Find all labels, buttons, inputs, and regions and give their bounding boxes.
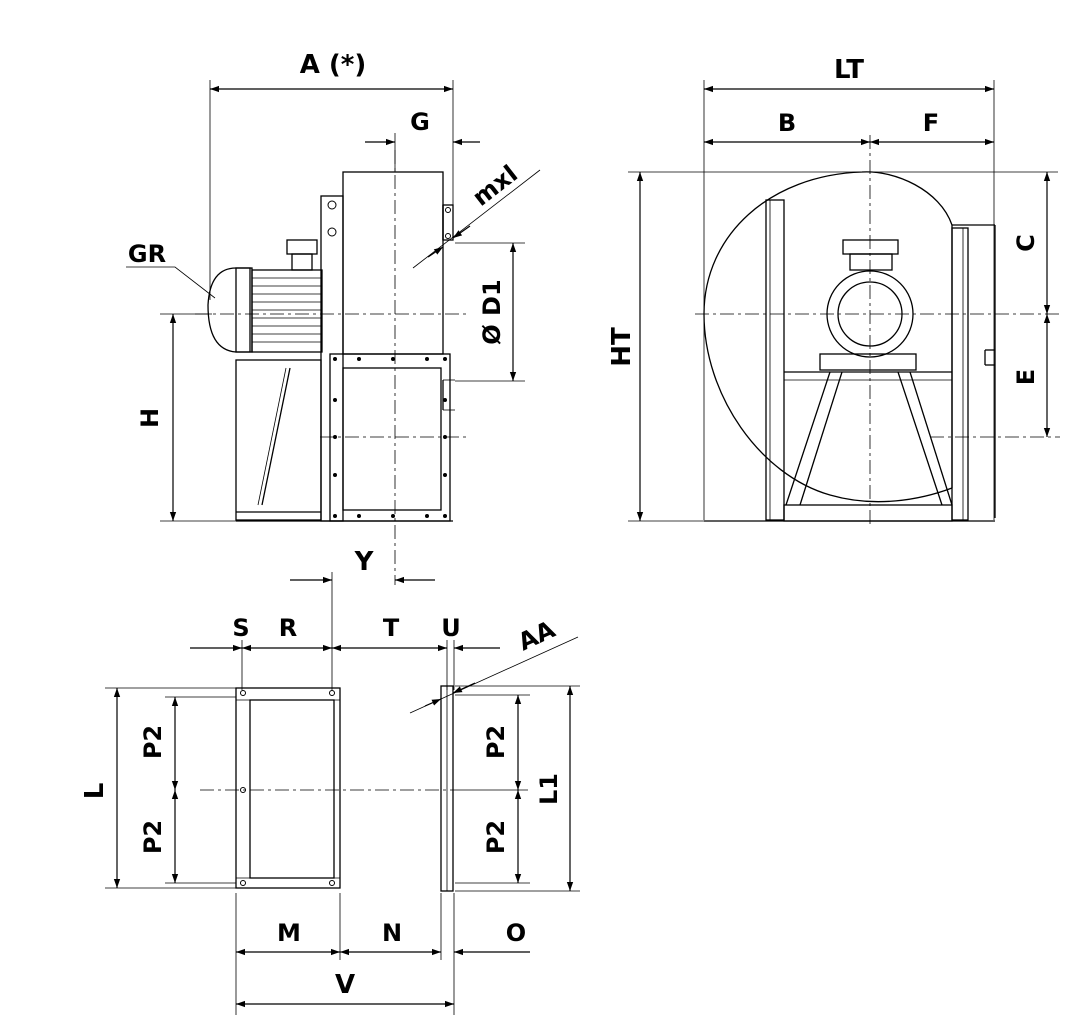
dimension-labels: A (*) G mxl GR Ø D1 H LT B F C HT E Y S … (80, 50, 1040, 1000)
side-view (126, 80, 541, 585)
bracket-plate (320, 195, 344, 522)
label-r: R (279, 614, 297, 642)
label-o: O (506, 919, 526, 947)
label-p2-left-bottom: P2 (139, 820, 167, 854)
label-a: A (*) (300, 50, 367, 80)
label-e: E (1012, 369, 1040, 385)
label-ht: HT (607, 327, 637, 367)
right-side-plate (951, 227, 969, 521)
mxl-leader (452, 225, 471, 239)
outlet-flange (329, 353, 451, 522)
label-v: V (335, 970, 355, 1000)
label-y: Y (354, 547, 375, 577)
label-aa: AA (514, 615, 560, 656)
motor-body (251, 269, 323, 353)
label-gr: GR (128, 240, 166, 268)
label-g: G (410, 108, 430, 136)
left-side-plate (765, 199, 785, 521)
label-h: H (136, 408, 164, 428)
label-s: S (232, 614, 249, 642)
label-l: L (80, 783, 110, 800)
motor-pedestal (235, 359, 322, 521)
outlet-flange-frame (235, 687, 341, 889)
flange-detail-view (105, 572, 580, 1015)
label-lt: LT (834, 55, 864, 85)
aa-leader (452, 682, 476, 694)
label-l1: L1 (535, 773, 563, 805)
label-b: B (778, 109, 796, 137)
terminal-box (286, 239, 318, 255)
volute-casing (703, 171, 953, 503)
label-n: N (382, 919, 402, 947)
label-p2-right-top: P2 (482, 725, 510, 759)
fan-housing (342, 171, 444, 355)
label-d1: Ø D1 (478, 279, 506, 344)
label-p2-right-bottom: P2 (482, 820, 510, 854)
label-mxl: mxl (467, 160, 523, 212)
label-f: F (923, 109, 939, 137)
label-c: C (1012, 234, 1040, 252)
label-m: M (277, 919, 301, 947)
inlet-flange (442, 204, 454, 241)
motor-end-cap (207, 267, 251, 353)
label-t: T (383, 614, 400, 642)
front-view (628, 80, 1060, 528)
label-p2-left-top: P2 (139, 725, 167, 759)
label-u: U (441, 614, 461, 642)
